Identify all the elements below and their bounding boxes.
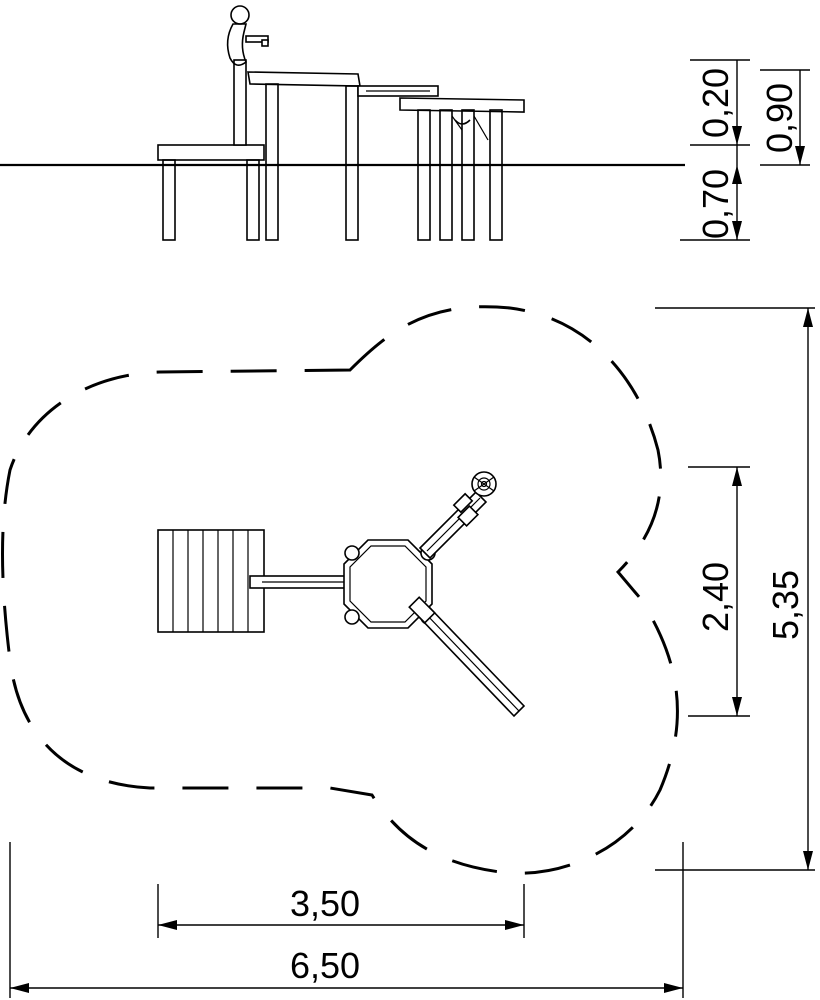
plan-view (1, 305, 679, 875)
platform-plan (157, 529, 265, 633)
hub-post-nw (344, 545, 360, 561)
elevation-view: 0,20 0,70 0,90 (0, 5, 810, 241)
lower-channel-leg-3 (461, 109, 475, 241)
dim-safety-depth-label: 5,35 (765, 570, 806, 640)
pump-post (233, 59, 247, 146)
safety-zone-outline (1, 305, 679, 875)
dim-safety-width-label: 6,50 (290, 945, 360, 986)
lower-channel-leg-1 (417, 109, 431, 241)
stool-leg-right (246, 159, 260, 241)
pump-bracket (452, 492, 474, 514)
dim-below-ground-label: 0,70 (695, 169, 736, 239)
lower-channel-bracing (451, 115, 489, 141)
upper-channel-leg-left (265, 83, 279, 241)
hub-post-sw (344, 609, 360, 625)
dim-equipment-depth-label: 2,40 (695, 562, 736, 632)
elevation-dimensions: 0,20 0,70 0,90 (680, 59, 810, 241)
platform-boards (172, 530, 249, 632)
stool-platform (157, 144, 265, 161)
stool-leg-left (162, 159, 176, 241)
dim-equipment-width-label: 3,50 (290, 883, 360, 924)
pump-spout-tip (261, 39, 269, 47)
dim-total-height-label: 0,90 (759, 83, 800, 153)
pump-body (226, 23, 248, 66)
upper-channel-leg-right (345, 85, 359, 241)
lower-channel-detail (454, 119, 471, 125)
plan-dimensions: 2,40 5,35 3,50 6,50 (9, 307, 815, 998)
dim-above-ground-label: 0,20 (695, 68, 736, 138)
pump-spout (245, 35, 269, 43)
lower-channel-leg-2 (439, 109, 453, 241)
pump-top-knob (230, 5, 250, 25)
upper-channel (247, 71, 361, 87)
lower-channel (399, 97, 525, 113)
lower-channel-leg-4 (489, 109, 503, 241)
